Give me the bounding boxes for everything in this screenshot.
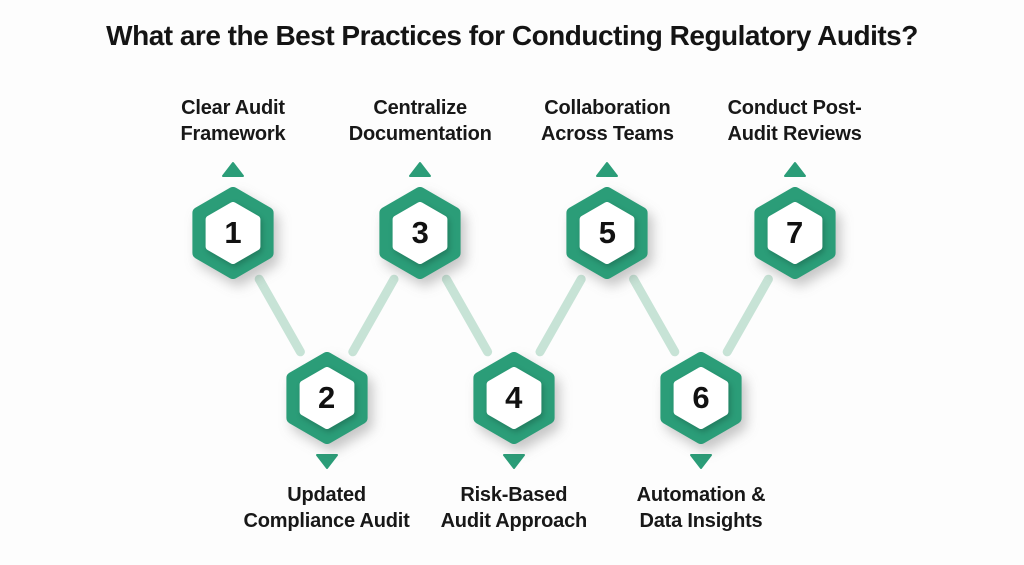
practice-number: 2 xyxy=(317,380,336,415)
practice-label-line1: Centralize xyxy=(373,97,467,119)
practice-label: Risk-Based Audit Approach xyxy=(364,482,664,534)
practice-number: 4 xyxy=(505,380,523,415)
practice-number: 7 xyxy=(785,215,804,250)
arrow-triangle-icon xyxy=(690,454,712,469)
practice-label-line2: Framework xyxy=(180,123,286,145)
arrow-triangle-icon xyxy=(315,454,338,469)
hexagon-badge-icon xyxy=(285,352,368,444)
arrow-triangle-icon xyxy=(596,162,619,177)
practice-label-line1: Updated xyxy=(287,484,366,506)
practice-label-line2: Across Teams xyxy=(540,123,674,145)
hexagon-badge-icon xyxy=(192,187,274,279)
practice-label: Conduct Post- Audit Reviews xyxy=(645,95,945,147)
arrow-triangle-icon xyxy=(222,162,244,177)
practice-label: Collaboration Across Teams xyxy=(457,95,757,147)
practice-label-line1: Collaboration xyxy=(544,97,671,119)
hexagon-badge-icon xyxy=(473,352,555,444)
practice-label-line2: Compliance Audit xyxy=(243,510,410,532)
arrow-triangle-icon xyxy=(409,162,432,177)
practice-number: 3 xyxy=(411,215,429,250)
practice-label-line1: Automation & xyxy=(636,484,766,506)
practice-label-line1: Clear Audit xyxy=(181,97,285,119)
practice-label-line1: Conduct Post- xyxy=(727,97,862,119)
practice-label-line2: Data Insights xyxy=(639,510,763,532)
infographic-title: What are the Best Practices for Conducti… xyxy=(106,20,918,51)
practice-label: Clear Audit Framework xyxy=(83,95,383,147)
arrow-triangle-icon xyxy=(783,162,806,177)
practice-number: 6 xyxy=(692,380,710,415)
hexagon-badge-icon xyxy=(753,187,836,279)
hexagon-badge-icon xyxy=(660,352,742,444)
hexagon-badge-icon xyxy=(379,187,461,279)
practice-label: Centralize Documentation xyxy=(270,95,570,147)
practice-label-line2: Audit Approach xyxy=(440,510,588,532)
practice-label-line2: Audit Reviews xyxy=(727,123,862,145)
practice-number: 1 xyxy=(224,215,242,250)
hexagon-badge-icon xyxy=(566,187,648,279)
practice-label: Updated Compliance Audit xyxy=(177,482,477,534)
practice-label-line1: Risk-Based xyxy=(460,484,568,506)
practice-number: 5 xyxy=(598,215,617,250)
arrow-triangle-icon xyxy=(502,454,525,469)
practice-label: Automation & Data Insights xyxy=(551,482,851,534)
practice-label-line2: Documentation xyxy=(348,123,492,145)
